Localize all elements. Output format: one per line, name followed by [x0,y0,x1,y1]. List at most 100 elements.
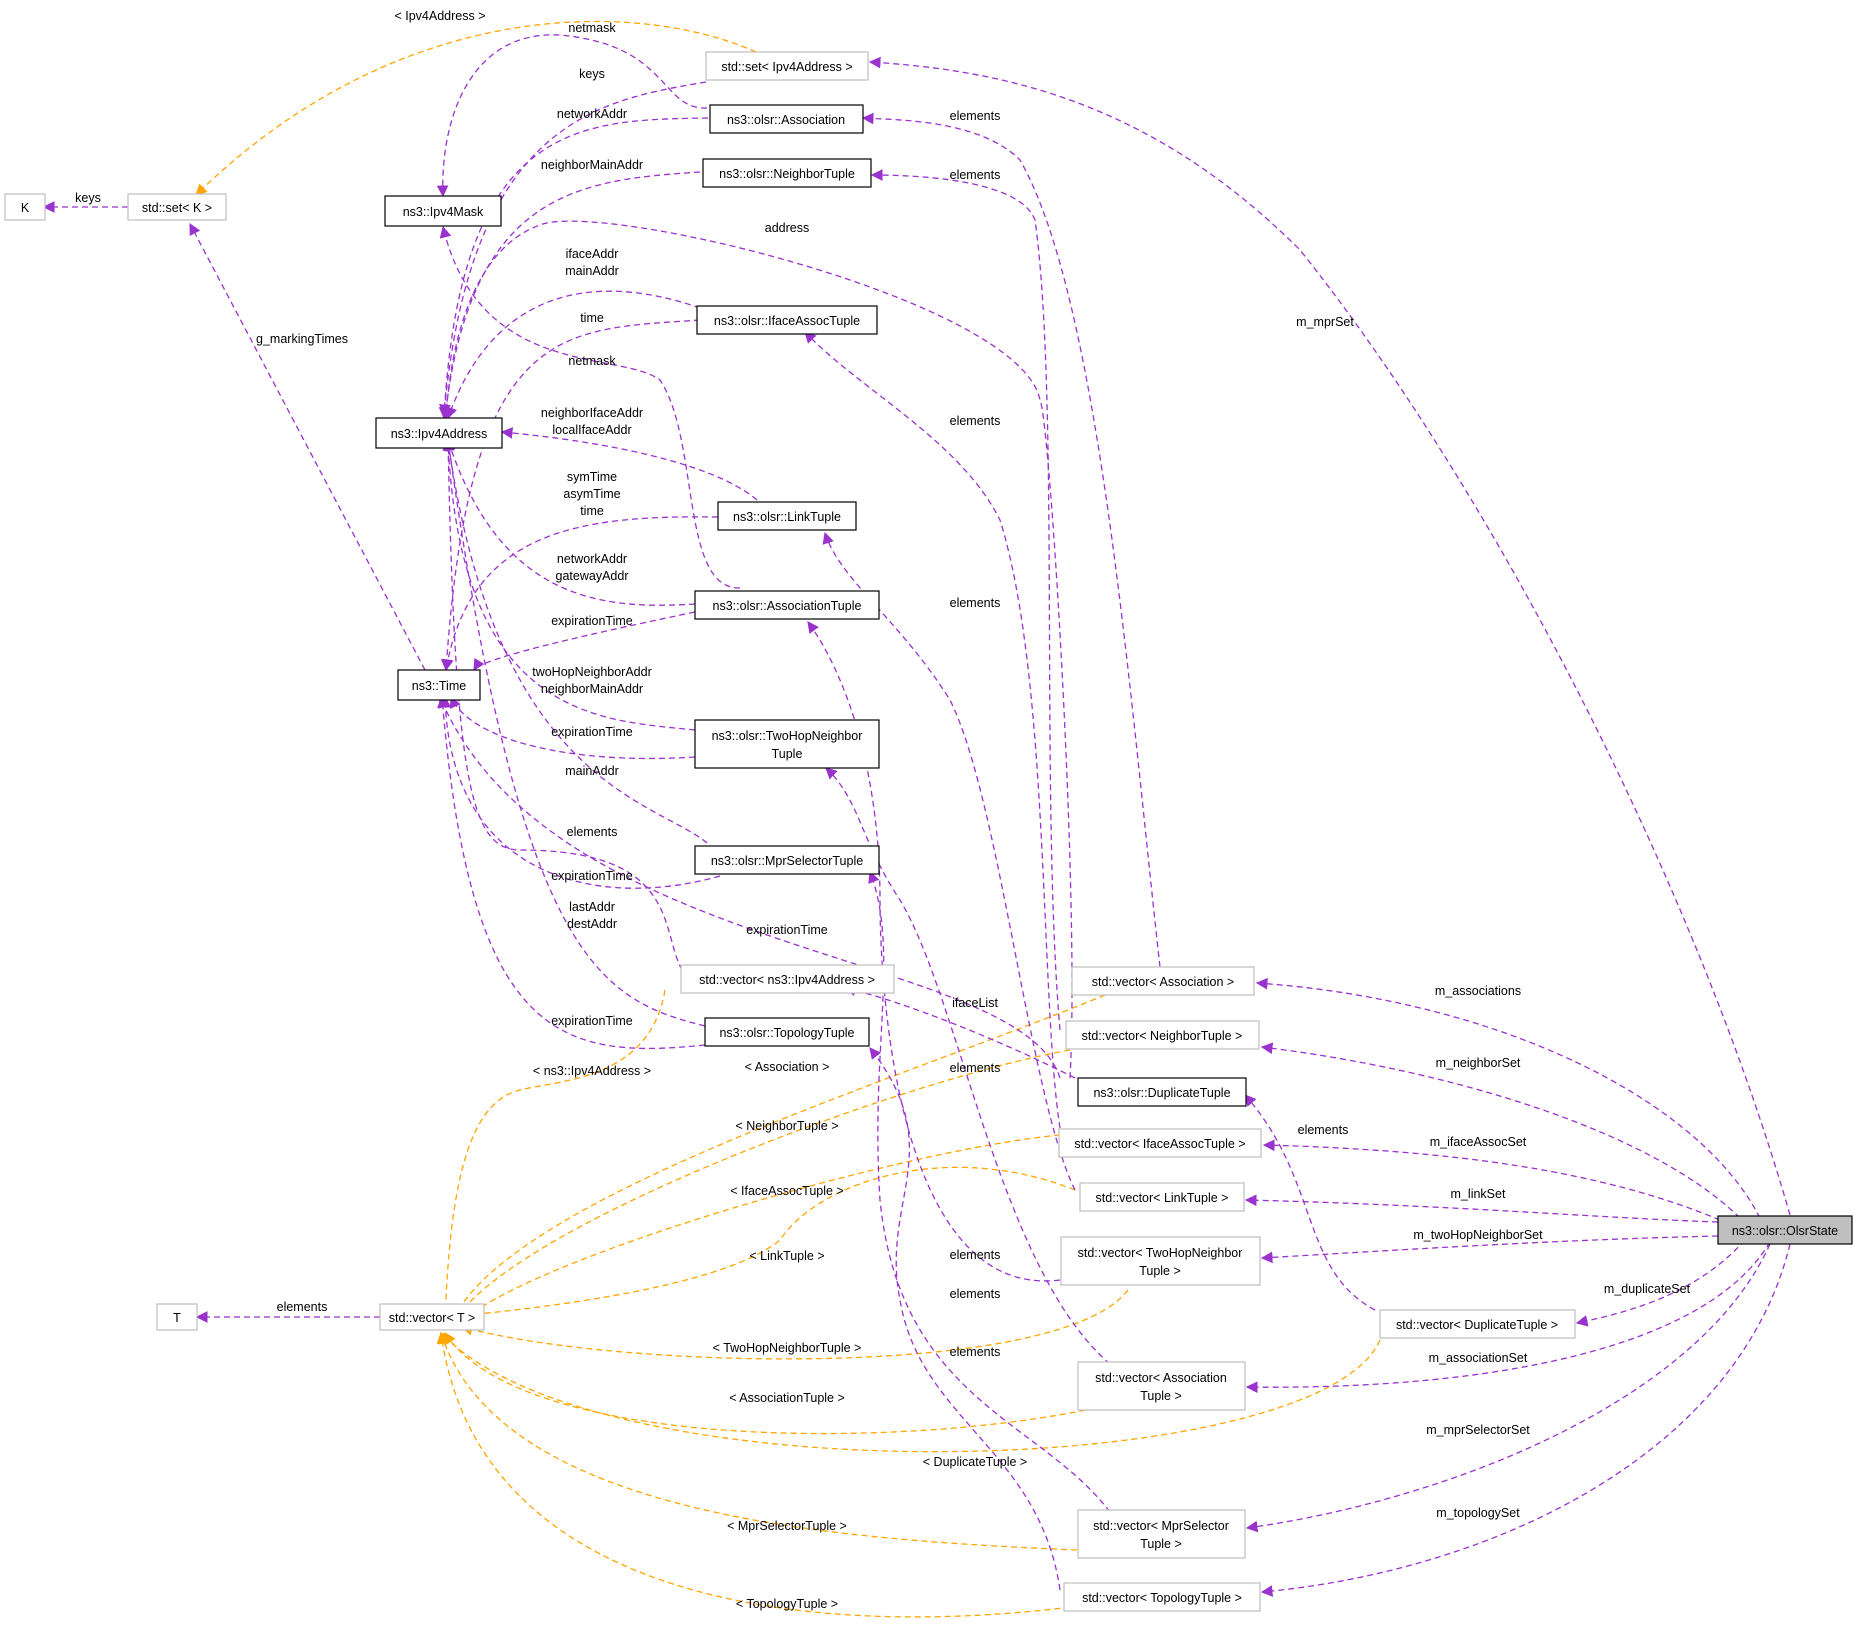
node-duplicate-tuple[interactable]: ns3::olsr::DuplicateTuple [1077,1077,1247,1107]
edge-assoc-tuple-expiration [473,611,696,672]
node-vec-two-hop-line2: Tuple > [1139,1264,1181,1278]
edge-vec-twohop-to-vec-t [460,1289,1129,1360]
label-elements-mpr: elements [950,1345,1001,1359]
node-ipv4address[interactable]: ns3::Ipv4Address [375,417,503,449]
node-link-tuple[interactable]: ns3::olsr::LinkTuple [717,501,857,531]
edge-set-ipv4-to-set-k [195,20,757,196]
node-association-label: ns3::olsr::Association [727,113,845,127]
node-t[interactable]: T [156,1303,198,1331]
node-duplicate-tuple-label: ns3::olsr::DuplicateTuple [1093,1086,1230,1100]
edge-vec-duplicate-to-vec-t [440,1332,1381,1453]
label-m-duplicate-set: m_duplicateSet [1604,1282,1691,1296]
label-expiration-topo: expirationTime [551,1014,633,1028]
label-gateway-addr: gatewayAddr [556,569,629,583]
node-set-k[interactable]: std::set< K > [127,193,227,221]
node-vector-ipv4address-label: std::vector< ns3::Ipv4Address > [699,973,875,987]
label-m-link-set: m_linkSet [1451,1187,1506,1201]
node-vec-mpr-selector-tuple[interactable]: std::vector< MprSelector Tuple > [1077,1509,1246,1559]
node-vec-link-tuple[interactable]: std::vector< LinkTuple > [1079,1182,1245,1212]
node-neighbor-tuple[interactable]: ns3::olsr::NeighborTuple [702,158,872,188]
label-elements-neighbor: elements [950,168,1001,182]
edge-m-mpr-set [868,56,1791,1216]
node-two-hop-neighbor-tuple[interactable]: ns3::olsr::TwoHopNeighbor Tuple [694,719,880,769]
node-vec-neighbor-tuple[interactable]: std::vector< NeighborTuple > [1065,1020,1260,1050]
label-last-addr: lastAddr [569,900,615,914]
edge-duplicate-address [440,220,1073,1079]
label-neighbor-main-addr: neighborMainAddr [541,158,643,172]
node-topology-tuple[interactable]: ns3::olsr::TopologyTuple [704,1017,870,1047]
nodes: K std::set< K > T std::vector< T > ns3::… [4,51,1853,1612]
edge-iface-main-addr [445,290,701,420]
node-vec-association-tuple[interactable]: std::vector< Association Tuple > [1077,1361,1246,1411]
node-topology-tuple-label: ns3::olsr::TopologyTuple [719,1026,854,1040]
label-main-addr: mainAddr [565,264,619,278]
node-two-hop-line2: Tuple [772,747,803,761]
node-time-label: ns3::Time [412,679,466,693]
label-keys-k: keys [75,191,101,205]
node-association[interactable]: ns3::olsr::Association [709,104,864,134]
node-iface-assoc-tuple[interactable]: ns3::olsr::IfaceAssocTuple [696,305,878,335]
label-elements-link: elements [950,596,1001,610]
edge-labels: < Ipv4Address > netmask keys keys networ… [75,9,1690,1611]
node-vec-iface-assoc-tuple-label: std::vector< IfaceAssocTuple > [1074,1137,1245,1151]
label-tmpl-ns3-ipv4address: < ns3::Ipv4Address > [533,1064,651,1078]
node-two-hop-line1: ns3::olsr::TwoHopNeighbor [712,729,863,743]
edge-duplicate-expiration [438,695,1061,1079]
label-elements-assoc-tuple: elements [950,1287,1001,1301]
label-two-hop-neighbor-addr: twoHopNeighborAddr [532,665,652,679]
node-vec-two-hop-neighbor-tuple[interactable]: std::vector< TwoHopNeighbor Tuple > [1060,1236,1261,1286]
label-neighbor-iface-addr: neighborIfaceAddr [541,406,643,420]
label-link-time: time [580,504,604,518]
label-keys-ipv4: keys [579,67,605,81]
label-neighbor-main-addr2: neighborMainAddr [541,682,643,696]
node-vec-topology-tuple[interactable]: std::vector< TopologyTuple > [1063,1582,1261,1612]
label-local-iface-addr: localIfaceAddr [552,423,631,437]
label-m-mpr-selector-set: m_mprSelectorSet [1426,1423,1530,1437]
edge-m-link-set [1244,1194,1719,1223]
edge-vec-link-elements [822,531,1076,1191]
label-netmask-mid: netmask [568,354,616,368]
label-tmpl-association-tuple: < AssociationTuple > [729,1391,845,1405]
label-tmpl-neighbor: < NeighborTuple > [735,1119,838,1133]
node-ipv4mask[interactable]: ns3::Ipv4Mask [384,195,502,227]
edge-m-association-set [1245,1241,1771,1394]
label-tmpl-mpr-selector: < MprSelectorTuple > [727,1519,847,1533]
node-vec-iface-assoc-tuple[interactable]: std::vector< IfaceAssocTuple > [1058,1128,1262,1158]
edge-assoc-tuple-netmask [439,225,741,589]
edge-vec-topology-elements [869,1047,1061,1591]
label-elements-dup: elements [950,1061,1001,1075]
edge-m-associations [1255,977,1761,1219]
node-time[interactable]: ns3::Time [397,669,481,701]
label-tmpl-two-hop: < TwoHopNeighborTuple > [713,1341,862,1355]
node-k[interactable]: K [4,193,46,221]
node-association-tuple[interactable]: ns3::olsr::AssociationTuple [694,590,880,620]
node-vector-t[interactable]: std::vector< T > [379,1303,485,1331]
node-vec-assoc-tuple-line2: Tuple > [1140,1389,1182,1403]
label-g-marking-times: g_markingTimes [256,332,348,346]
node-vec-association[interactable]: std::vector< Association > [1071,966,1255,996]
edge-association-network [438,117,709,420]
edge-vec-assoc-tuple-to-vec-t [444,1332,1096,1435]
node-vector-ipv4address[interactable]: std::vector< ns3::Ipv4Address > [680,964,895,994]
label-main-addr-mpr: mainAddr [565,764,619,778]
label-expiration-assoc: expirationTime [551,614,633,628]
edge-assoc-tuple-addr [445,438,696,606]
node-association-tuple-label: ns3::olsr::AssociationTuple [713,599,862,613]
node-vec-link-tuple-label: std::vector< LinkTuple > [1096,1191,1229,1205]
label-tmpl-topology: < TopologyTuple > [736,1597,838,1611]
node-vec-topology-tuple-label: std::vector< TopologyTuple > [1082,1591,1242,1605]
edge-vec-topology-to-vec-t [436,1331,1101,1618]
node-vec-duplicate-tuple[interactable]: std::vector< DuplicateTuple > [1379,1309,1576,1339]
node-vec-assoc-tuple-line1: std::vector< Association [1095,1371,1227,1385]
edge-m-topology-set [1260,1243,1791,1597]
node-mpr-selector-tuple[interactable]: ns3::olsr::MprSelectorTuple [694,845,880,875]
label-dest-addr: destAddr [567,917,617,931]
edge-mpr-expiration [439,695,721,889]
edge-duplicate-iface-list [843,984,1076,1079]
node-set-ipv4address[interactable]: std::set< Ipv4Address > [705,51,869,81]
edge-twohop-expiration [449,695,696,760]
node-olsr-state[interactable]: ns3::olsr::OlsrState [1717,1215,1853,1245]
node-vec-duplicate-tuple-label: std::vector< DuplicateTuple > [1396,1318,1558,1332]
edge-mpr-main-addr [443,438,721,859]
